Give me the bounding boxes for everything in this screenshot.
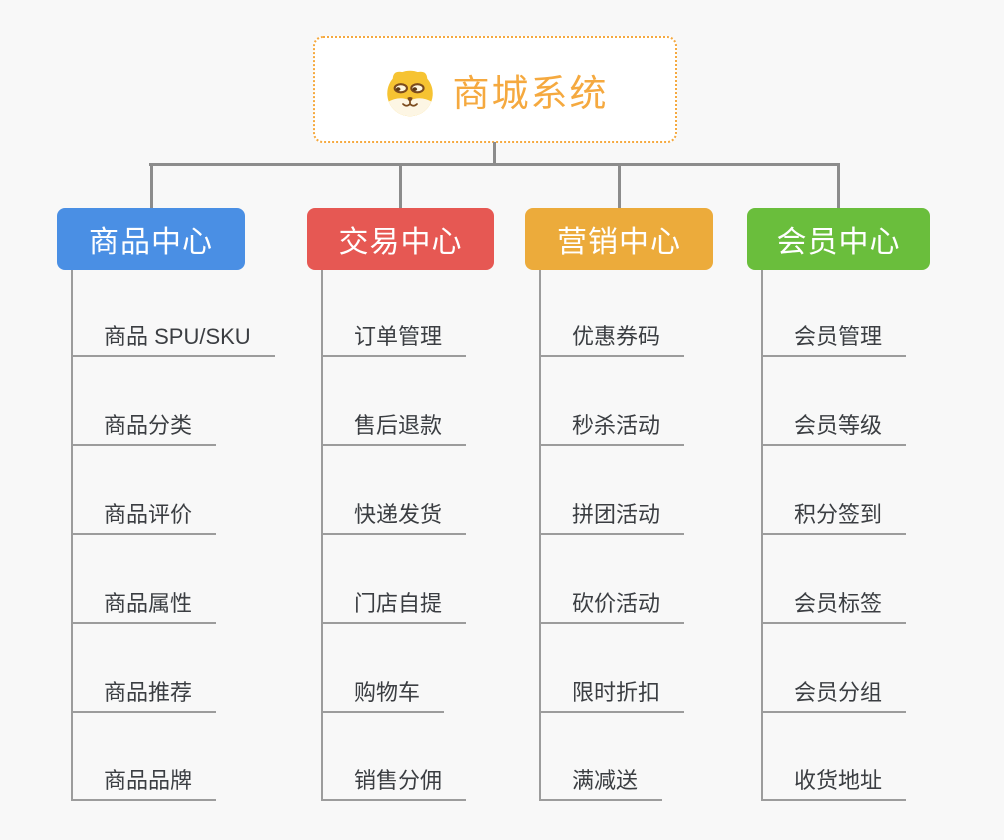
- connector-root-drop: [493, 142, 496, 166]
- connector-branch-drop: [149, 163, 153, 209]
- branch-header-3[interactable]: 会员中心: [747, 208, 930, 270]
- connector-horizontal: [149, 163, 840, 166]
- connector-branch-drop: [399, 163, 402, 209]
- branch-item[interactable]: 优惠券码: [539, 322, 685, 357]
- branch-header-0[interactable]: 商品中心: [57, 208, 245, 270]
- branch-item[interactable]: 售后退款: [321, 411, 467, 446]
- branch: 营销中心 优惠券码 秒杀活动 拼团活动 砍价活动 限时折扣 满减送: [525, 163, 713, 801]
- branch-item[interactable]: 会员标签: [761, 589, 907, 624]
- branch-header-label: 交易中心: [338, 226, 463, 259]
- branch-header-1[interactable]: 交易中心: [307, 208, 494, 270]
- branch-item[interactable]: 商品推荐: [71, 678, 217, 713]
- branch-trunk-line: [761, 270, 763, 801]
- branch-item[interactable]: 商品属性: [71, 589, 217, 624]
- branch-header-label: 商品中心: [89, 226, 213, 259]
- branch-item[interactable]: 门店自提: [321, 589, 467, 624]
- branch-item[interactable]: 收货地址: [761, 766, 907, 801]
- branch-item[interactable]: 会员等级: [761, 411, 907, 446]
- branch-item[interactable]: 会员管理: [761, 322, 907, 357]
- branch-item[interactable]: 商品评价: [71, 500, 217, 535]
- branch: 会员中心 会员管理 会员等级 积分签到 会员标签 会员分组 收货地址: [747, 163, 930, 801]
- branch-item[interactable]: 购物车: [321, 678, 445, 713]
- doge-icon: [386, 70, 433, 116]
- branch-item[interactable]: 会员分组: [761, 678, 907, 713]
- branch-item[interactable]: 快递发货: [321, 500, 467, 535]
- connector-branch-drop: [837, 163, 840, 209]
- branch-trunk-line: [321, 270, 323, 801]
- branch-item[interactable]: 商品品牌: [71, 766, 217, 801]
- branch-item[interactable]: 拼团活动: [539, 500, 685, 535]
- branch-header-2[interactable]: 营销中心: [525, 208, 713, 270]
- branch-item[interactable]: 满减送: [539, 766, 663, 801]
- branch-item[interactable]: 限时折扣: [539, 678, 685, 713]
- branch-item[interactable]: 商品分类: [71, 411, 217, 446]
- branch-header-label: 会员中心: [776, 226, 901, 259]
- root-title: 商城系统: [452, 72, 609, 114]
- branch-item[interactable]: 订单管理: [321, 322, 467, 357]
- branch: 交易中心 订单管理 售后退款 快递发货 门店自提 购物车 销售分佣: [307, 163, 494, 801]
- branch-trunk-line: [71, 270, 73, 801]
- branch-item[interactable]: 商品 SPU/SKU: [71, 322, 275, 357]
- root-node[interactable]: 商城系统: [313, 36, 677, 143]
- branch-item[interactable]: 销售分佣: [321, 766, 467, 801]
- branch-header-label: 营销中心: [557, 226, 681, 259]
- branch-item[interactable]: 积分签到: [761, 500, 907, 535]
- connector-branch-drop: [617, 163, 621, 209]
- branch-trunk-line: [539, 270, 541, 801]
- branch-item[interactable]: 砍价活动: [539, 589, 685, 624]
- branch-item[interactable]: 秒杀活动: [539, 411, 685, 446]
- branch: 商品中心 商品 SPU/SKU 商品分类 商品评价 商品属性 商品推荐 商品品牌: [57, 163, 275, 801]
